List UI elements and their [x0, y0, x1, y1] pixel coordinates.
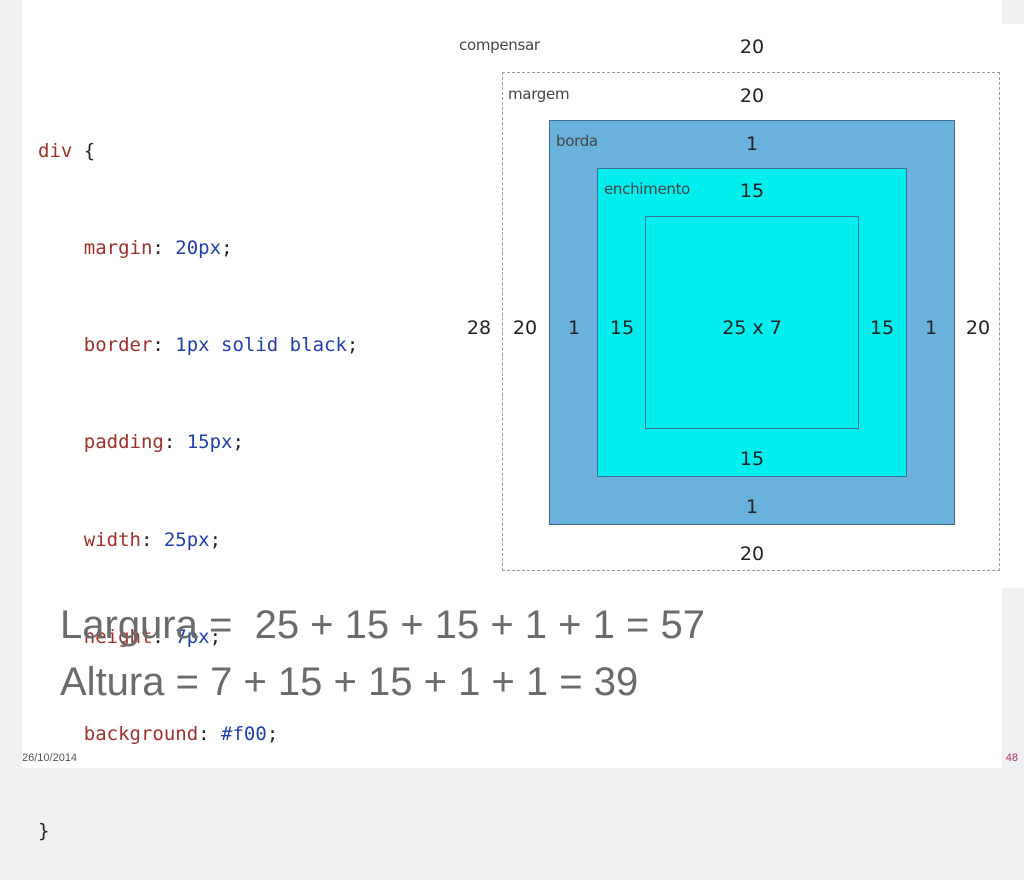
- margin-left-value: 20: [512, 317, 538, 339]
- border-bottom-value: 1: [745, 496, 759, 518]
- offset-left-value: 28: [466, 317, 492, 339]
- code-property: width: [83, 528, 141, 551]
- border-left-value: 1: [567, 317, 581, 339]
- padding-bottom-value: 15: [739, 448, 765, 470]
- code-value: 1px solid black: [175, 334, 347, 357]
- code-value: 15px: [186, 431, 233, 454]
- code-value: #f00: [221, 723, 267, 746]
- padding-label: enchimento: [604, 180, 691, 198]
- padding-left-value: 15: [609, 317, 635, 339]
- code-line-width: width: 25px;: [83, 528, 222, 551]
- code-value: 7px: [175, 625, 210, 648]
- code-line-height: height: 7px;: [83, 625, 222, 648]
- css-code-block: div { margin: 20px; border: 1px solid bl…: [38, 70, 358, 880]
- content-size-value: 25 x 7: [722, 317, 782, 339]
- code-property: background: [83, 723, 199, 746]
- code-line-padding: padding: 15px;: [83, 431, 244, 454]
- margin-right-value: 20: [965, 317, 991, 339]
- border-label: borda: [556, 132, 598, 150]
- code-line-close: }: [38, 815, 358, 847]
- code-value: 20px: [175, 237, 222, 260]
- footer-date: 26/10/2014: [22, 752, 78, 764]
- border-right-value: 1: [924, 317, 938, 339]
- margin-label: margem: [508, 85, 570, 103]
- code-line-background: background: #f00;: [83, 723, 279, 746]
- footer-page-number: 48: [1005, 752, 1018, 764]
- margin-top-value: 20: [739, 85, 765, 107]
- code-open-brace: {: [83, 139, 96, 162]
- border-top-value: 1: [745, 133, 759, 155]
- code-property: padding: [83, 431, 164, 454]
- code-line-selector: div {: [38, 135, 358, 167]
- padding-top-value: 15: [739, 180, 765, 202]
- offset-top-value: 20: [739, 36, 765, 58]
- code-close-brace: }: [38, 820, 50, 843]
- code-line-margin: margin: 20px;: [83, 237, 233, 260]
- code-value: 25px: [163, 528, 210, 551]
- width-formula: Largura = 25 + 15 + 15 + 1 + 1 = 57: [60, 603, 705, 647]
- margin-area: [502, 72, 1000, 571]
- padding-right-value: 15: [869, 317, 895, 339]
- code-line-border: border: 1px solid black;: [83, 334, 359, 357]
- code-selector: div: [38, 139, 73, 162]
- code-property: border: [83, 334, 153, 357]
- code-property: margin: [83, 237, 153, 260]
- slide-edge-strip: [1002, 24, 1024, 588]
- height-formula: Altura = 7 + 15 + 15 + 1 + 1 = 39: [60, 660, 639, 704]
- margin-bottom-value: 20: [739, 543, 765, 565]
- code-property: height: [83, 625, 153, 648]
- offset-label: compensar: [459, 36, 540, 54]
- content-area: [645, 216, 859, 429]
